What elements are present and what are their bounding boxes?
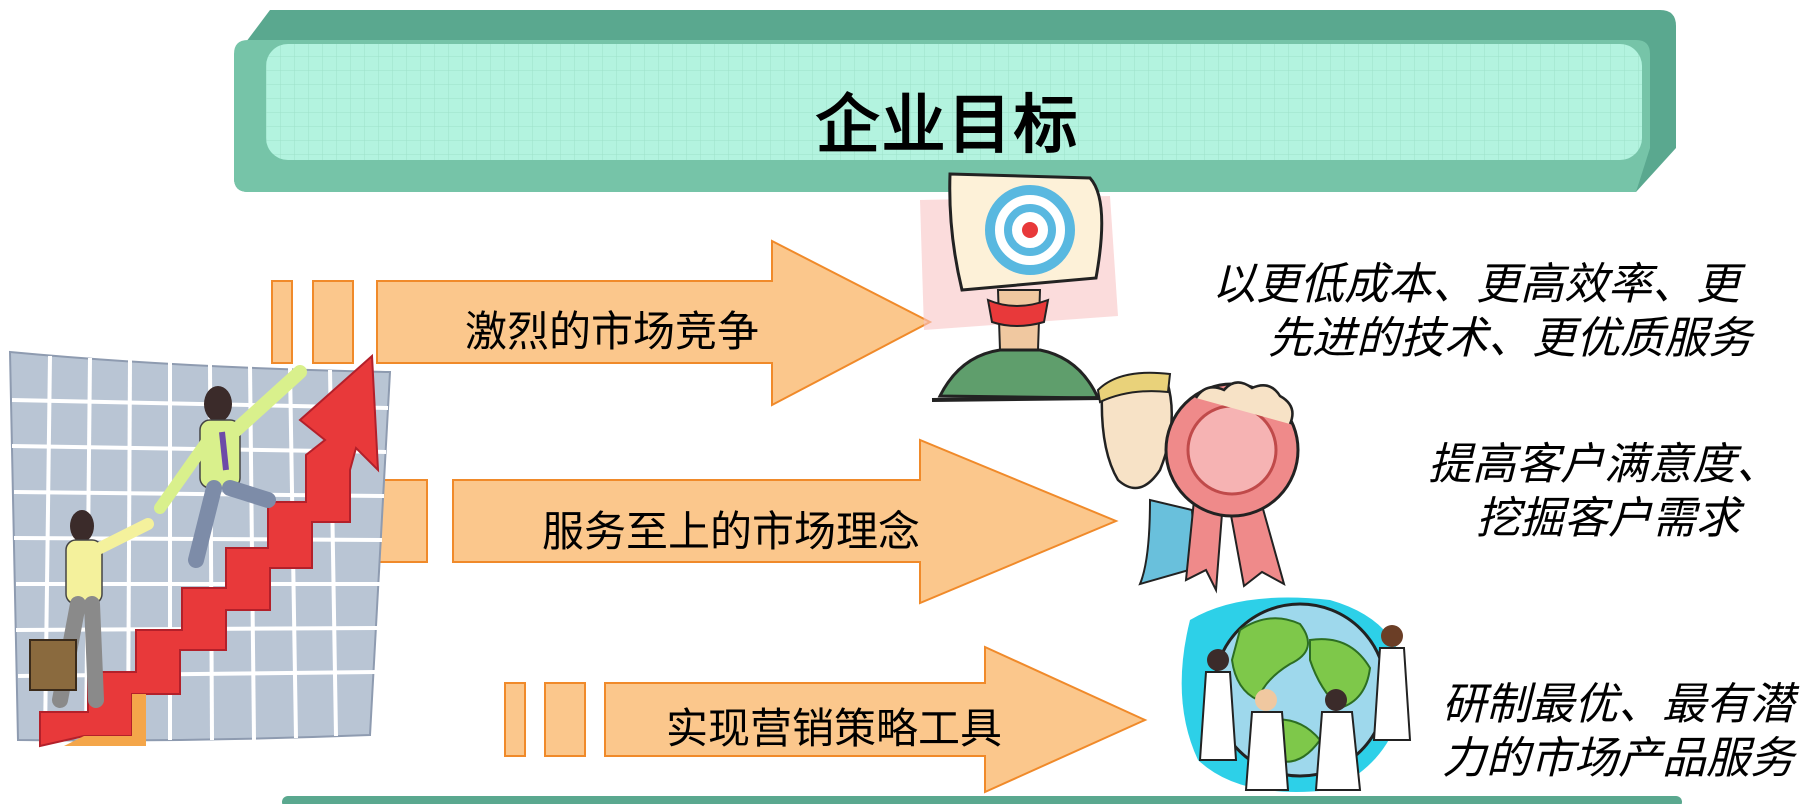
arrow-label-strategy: 实现营销策略工具 [666,704,1003,753]
climbing-businessmen-clipart [8,350,392,748]
bottom-banner-edge [282,796,1682,804]
goal-cost-efficiency: 以更低成本、更高效率、更 先进的技术、更优质服务 [1150,258,1752,366]
goal-line: 研制最优、最有潜 [1442,679,1794,730]
page-title: 企业目标 [815,89,1080,163]
arrow-1 [271,239,933,407]
goal-line: 挖掘客户需求 [1476,493,1740,544]
goal-line: 提高客户满意度、 [1428,439,1780,490]
title-banner [234,10,1676,192]
arrow-label-service: 服务至上的市场理念 [542,507,921,556]
arrow-3 [504,645,1148,794]
goal-product-development: 研制最优、最有潜 力的市场产品服务 [1380,678,1794,786]
goal-line: 以更低成本、更高效率、更 [1212,259,1740,310]
arrow-label-competition: 激烈的市场竞争 [465,307,760,356]
target-sign-clipart [920,172,1118,402]
globe-people-clipart [1181,597,1412,792]
goal-customer-satisfaction: 提高客户满意度、 挖掘客户需求 [1340,438,1780,546]
goal-line: 先进的技术、更优质服务 [1268,313,1752,364]
goal-line: 力的市场产品服务 [1442,733,1794,784]
award-ribbon-clipart [1096,371,1300,594]
arrow-2 [376,438,1119,605]
